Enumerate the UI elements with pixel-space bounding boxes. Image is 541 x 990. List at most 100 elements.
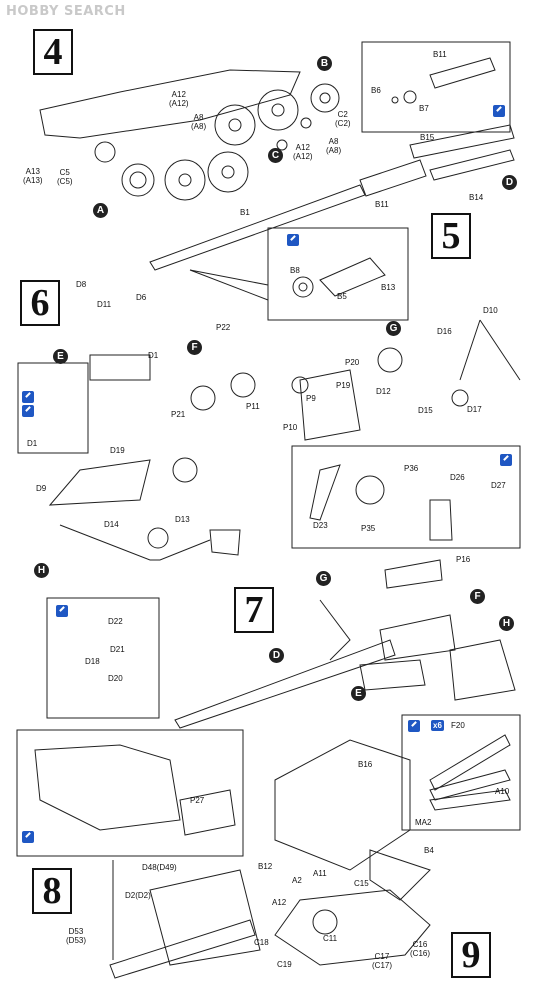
- barrel-b11: [359, 159, 427, 197]
- subassembly-marker-c: C: [268, 148, 283, 163]
- cement-icon: [56, 605, 68, 617]
- step-number-7: 7: [234, 587, 274, 633]
- step-number-6: 6: [20, 280, 60, 326]
- part-label: B5: [337, 292, 347, 301]
- part-label: P35: [361, 524, 376, 533]
- part-label: P21: [171, 410, 186, 419]
- part-label: B11: [433, 50, 447, 59]
- part-label: D23: [313, 521, 328, 530]
- watermark-logo: HOBBY SEARCH: [6, 4, 126, 19]
- cement-icon: [408, 720, 420, 732]
- part-label: B13: [381, 283, 396, 292]
- part-label: B4: [424, 846, 434, 855]
- part-label: C2 (C2): [335, 110, 351, 128]
- part-label: D10: [483, 306, 498, 315]
- part-label: D1: [27, 439, 38, 448]
- part-label: B6: [371, 86, 381, 95]
- part-label: B15: [420, 133, 435, 142]
- cement-icon: [500, 454, 512, 466]
- part-label: D11: [97, 300, 112, 309]
- part-label: D16: [437, 327, 452, 336]
- cement-icon: [493, 105, 505, 117]
- part-label: D8: [76, 280, 87, 289]
- part-label: D18: [85, 657, 100, 666]
- subassembly-marker-f-step7: F: [470, 589, 485, 604]
- part-label: D20: [108, 674, 123, 683]
- part-label: C5 (C5): [57, 168, 73, 186]
- part-label: P11: [246, 402, 260, 411]
- part-label: D17: [467, 405, 482, 414]
- part-label: D13: [175, 515, 190, 524]
- part-label: D26: [450, 473, 465, 482]
- step-number-9: 9: [451, 932, 491, 978]
- part-label: D22: [108, 617, 123, 626]
- part-label: C16 (C16): [410, 940, 431, 958]
- step-number-5: 5: [431, 213, 471, 259]
- part-label: D15: [418, 406, 433, 415]
- step-number-4: 4: [33, 29, 73, 75]
- gun-shield: [274, 739, 411, 871]
- part-label: C11: [323, 934, 338, 943]
- part-label: C18: [254, 938, 269, 947]
- part-label: D12: [376, 387, 391, 396]
- part-label: D27: [491, 481, 506, 490]
- part-label: D19: [110, 446, 125, 455]
- part-label: C15: [354, 879, 369, 888]
- part-label: B8: [290, 266, 300, 275]
- part-label: D1: [148, 351, 159, 360]
- part-label: C17 (C17): [372, 952, 393, 970]
- part-label: A12 (A12): [169, 90, 189, 108]
- wheel-group: [94, 83, 340, 201]
- part-label: P9: [306, 394, 316, 403]
- part-label: D9: [36, 484, 47, 493]
- part-label: B1: [240, 208, 250, 217]
- barrel-b1: [149, 184, 366, 271]
- part-label: P20: [345, 358, 360, 367]
- part-label: A11: [313, 869, 327, 878]
- step-number-8: 8: [32, 868, 72, 914]
- part-label: A13 (A13): [23, 167, 43, 185]
- part-label: C19: [277, 960, 292, 969]
- subassembly-marker-b: B: [317, 56, 332, 71]
- part-label: D2(D2): [125, 891, 151, 900]
- part-label: A12: [272, 898, 287, 907]
- part-label: P22: [216, 323, 231, 332]
- part-label: B11: [375, 200, 389, 209]
- part-label: P10: [283, 423, 298, 432]
- part-label: B16: [358, 760, 373, 769]
- part-label: P16: [456, 555, 471, 564]
- part-label: D14: [104, 520, 119, 529]
- cement-icon: [287, 234, 299, 246]
- part-label: D53 (D53): [66, 927, 87, 945]
- subassembly-marker-g-step7: G: [316, 571, 331, 586]
- quantity-badge: x6: [431, 720, 444, 731]
- part-label: F20: [451, 721, 465, 730]
- subassembly-marker-g: G: [386, 321, 401, 336]
- part-label: P36: [404, 464, 419, 473]
- subassembly-marker-d-step7: D: [269, 648, 284, 663]
- gun-base-plate: [274, 889, 431, 966]
- part-label: A10: [495, 787, 510, 796]
- part-label: D6: [136, 293, 147, 302]
- cement-icon: [22, 391, 34, 403]
- subassembly-marker-e: E: [53, 349, 68, 364]
- subassembly-marker-d: D: [502, 175, 517, 190]
- subassembly-marker-e-step7: E: [351, 686, 366, 701]
- part-label: B14: [469, 193, 484, 202]
- subassembly-marker-a: A: [93, 203, 108, 218]
- part-label: A12 (A12): [293, 143, 313, 161]
- part-label: MA2: [415, 818, 432, 827]
- part-label: B7: [419, 104, 429, 113]
- part-label: D48(D49): [142, 863, 177, 872]
- part-label: A8 (A8): [326, 137, 342, 155]
- part-label: P27: [190, 796, 205, 805]
- part-label: A8 (A8): [191, 113, 207, 131]
- subassembly-marker-h: H: [34, 563, 49, 578]
- subassembly-marker-f: F: [187, 340, 202, 355]
- part-label: B12: [258, 862, 273, 871]
- part-label: P19: [336, 381, 351, 390]
- part-label: D21: [110, 645, 125, 654]
- cement-icon: [22, 831, 34, 843]
